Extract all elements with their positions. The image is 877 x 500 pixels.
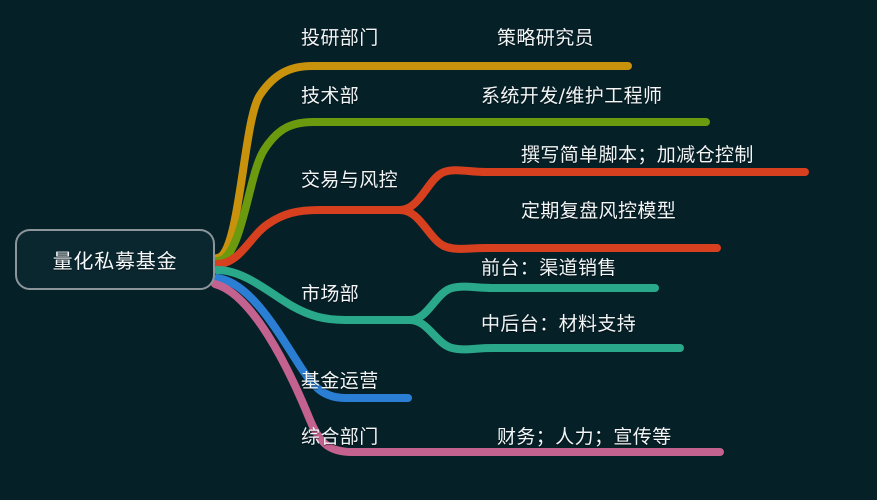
branch-line-nfj8k5vff2u [213,206,404,268]
branch-line-nikih8asmg [213,266,414,324]
branch-label-nhdmssxseoq[interactable]: 基金运营 [301,370,379,392]
subbranch-label-njw0g49oe8g[interactable]: 撰写简单脚本；加减仓控制 [521,144,754,166]
subbranch-label-ni3ekdbhl9n[interactable]: 定期复盘风控模型 [521,200,677,222]
branch-line-nhdmssxseoq [213,274,412,402]
branch-label-njggkdrsmg[interactable]: 技术部 [301,85,360,107]
branch-line-np30glksmgt [211,280,724,456]
subbranch-label-noorp27irkg[interactable]: 系统开发/维护工程师 [481,85,663,107]
subbranch-line-nffxglqgkw1 [406,316,684,354]
branch-label-njh1npwsmgt[interactable]: 投研部门 [301,27,379,49]
subbranch-label-nod2n6tnpwo[interactable]: 策略研究员 [497,27,595,49]
root-node[interactable]: 量化私募基金 [15,229,215,290]
branch-line-njggkdrsmg [213,118,710,265]
subbranch-label-ng99gkw1ee2[interactable]: 前台：渠道销售 [481,257,617,279]
root-node-label: 量化私募基金 [52,249,178,273]
subbranch-line-ng99gkw1ee2 [406,282,659,324]
subbranch-label-nffxglqgkw1[interactable]: 中后台：材料支持 [481,313,637,335]
branch-line-njh1npwsmgt [213,62,632,262]
subbranch-line-njw0g49oe8g [396,166,809,214]
branch-label-np30glksmgt[interactable]: 综合部门 [301,426,379,448]
branch-label-nfj8k5vff2u[interactable]: 交易与风控 [301,169,399,191]
subbranch-label-nrvmgbl1ee3[interactable]: 财务；人力；宣传等 [497,426,672,448]
branch-label-nikih8asmg[interactable]: 市场部 [301,283,360,305]
subbranch-line-ni3ekdbhl9n [396,206,721,253]
